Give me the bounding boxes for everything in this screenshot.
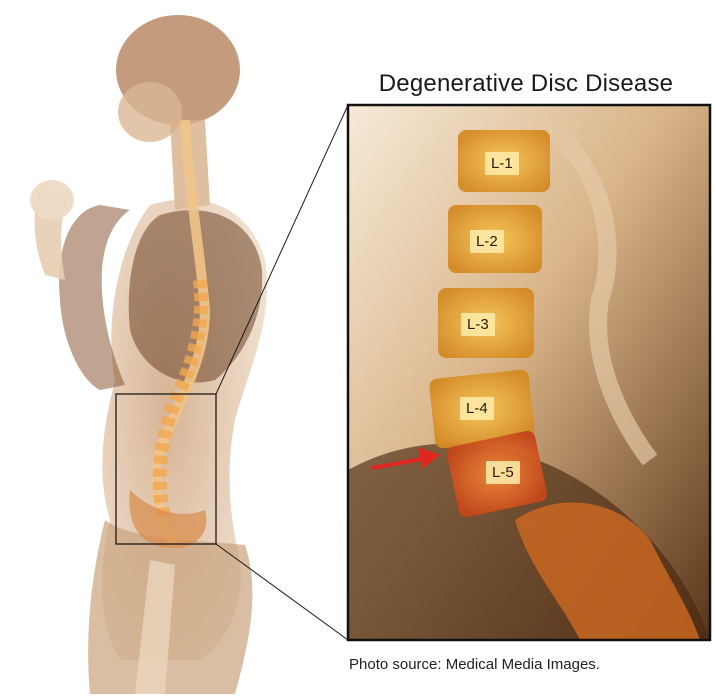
vertebra-label-l3: L-3: [461, 313, 495, 336]
vertebra-label-l5: L-5: [486, 461, 520, 484]
vertebra-label-l1: L-1: [485, 152, 519, 175]
vertebra-label-l4: L-4: [460, 397, 494, 420]
photo-credit: Photo source: Medical Media Images.: [349, 656, 600, 673]
fist: [30, 180, 74, 220]
body-figure: [30, 15, 267, 694]
figure-title: Degenerative Disc Disease: [340, 70, 712, 98]
vertebra-label-l2: L-2: [470, 230, 504, 253]
zoom-panel: [348, 105, 710, 640]
